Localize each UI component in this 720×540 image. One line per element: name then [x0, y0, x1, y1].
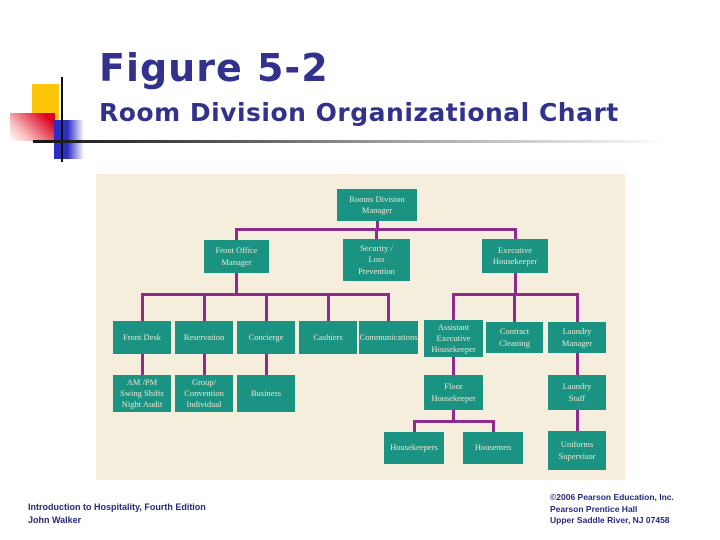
footer-book-credit: Introduction to Hospitality, Fourth Edit… — [28, 501, 206, 527]
figure-subtitle: Room Division Organizational Chart — [99, 98, 619, 127]
footer-copyright-line3: Upper Saddle River, NJ 07458 — [550, 515, 670, 525]
decoration-blue-square — [54, 120, 84, 159]
figure-title: Figure 5-2 — [99, 46, 329, 90]
decoration-red-square — [10, 113, 55, 141]
decoration-vertical-line — [61, 77, 63, 162]
footer-book-author: John Walker — [28, 515, 82, 525]
title-divider-line — [33, 140, 670, 143]
footer-copyright-line2: Pearson Prentice Hall — [550, 503, 638, 514]
footer-copyright: ©2006 Pearson Education, Inc. Pearson Pr… — [550, 492, 674, 527]
org-chart-panel — [96, 174, 625, 480]
footer-copyright-line1: ©2006 Pearson Education, Inc. — [550, 492, 674, 502]
footer-book-title: Introduction to Hospitality, Fourth Edit… — [28, 502, 206, 512]
